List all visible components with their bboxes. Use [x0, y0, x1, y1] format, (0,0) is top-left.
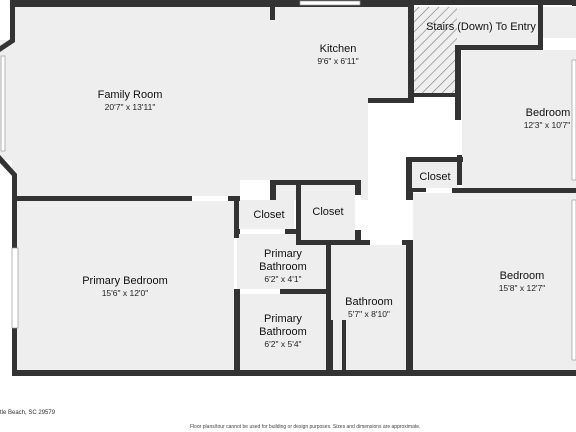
bathroom-name: Bathroom — [345, 296, 393, 308]
window-bedroom-upper — [571, 59, 576, 181]
bedroom-upper-floor — [462, 50, 576, 188]
upper-floor-area — [0, 7, 410, 200]
kitchen-dims: 9'6" x 6'11" — [317, 56, 358, 66]
door-closet-left — [240, 229, 285, 234]
closet-center-floor — [300, 184, 356, 240]
footer-disclaimer: Floor plans/tour cannot be used for buil… — [190, 424, 421, 430]
openings — [0, 0, 576, 361]
kitchen-name: Kitchen — [320, 43, 357, 55]
door-family-room — [192, 196, 228, 201]
closet-left-floor — [237, 200, 294, 230]
window-family-room-left — [0, 55, 6, 152]
bedroom-upper-dims: 12'3" x 10'7" — [524, 120, 571, 130]
closet-right-floor — [412, 160, 458, 188]
primary-bedroom-name: Primary Bedroom — [82, 275, 168, 287]
window-kitchen-top — [299, 0, 361, 6]
stairs-hatch — [413, 7, 457, 95]
bedroom-lower-name: Bedroom — [500, 270, 545, 282]
door-bedroom-lower — [406, 200, 413, 240]
primary-bathroom-upper-dims: 6'2" x 4'1" — [264, 274, 301, 284]
family-room-dims: 20'7" x 13'11" — [105, 102, 156, 112]
door-closet-right — [426, 188, 452, 193]
door-bedroom-upper — [455, 120, 462, 155]
primary-bedroom-floor — [16, 201, 234, 371]
bedroom-lower-dims: 15'8" x 12'7" — [499, 283, 546, 293]
primary-bathroom-lower-floor — [239, 294, 326, 371]
family-room-name: Family Room — [98, 89, 163, 101]
stairs-top-floor — [457, 7, 576, 50]
bathroom-dims: 5'7" x 8'10" — [348, 309, 390, 319]
footer-location: tle Beach, SC 29579 — [0, 410, 56, 416]
window-bedroom-lower — [571, 199, 576, 361]
door-stairs — [543, 38, 572, 42]
stairs-name: Stairs (Down) To Entry — [426, 21, 536, 33]
window-primary-bedroom — [11, 247, 19, 329]
primary-bathroom-lower-dims: 6'2" x 5'4" — [264, 339, 301, 349]
door-bathroom — [370, 240, 402, 245]
closet-left-name: Closet — [253, 209, 284, 221]
floor-areas — [0, 7, 576, 371]
bedroom-upper-name: Bedroom — [526, 107, 571, 119]
closet-right-name: Closet — [419, 171, 450, 183]
bedroom-lower-floor — [413, 193, 576, 371]
room-labels: Family Room 20'7" x 13'11" Kitchen 9'6" … — [82, 21, 570, 349]
closet-center-name: Closet — [312, 206, 343, 218]
door-primary-bath-lower — [240, 289, 280, 294]
primary-bedroom-dims: 15'6" x 12'0" — [102, 288, 149, 298]
door-closet-center — [355, 195, 361, 230]
